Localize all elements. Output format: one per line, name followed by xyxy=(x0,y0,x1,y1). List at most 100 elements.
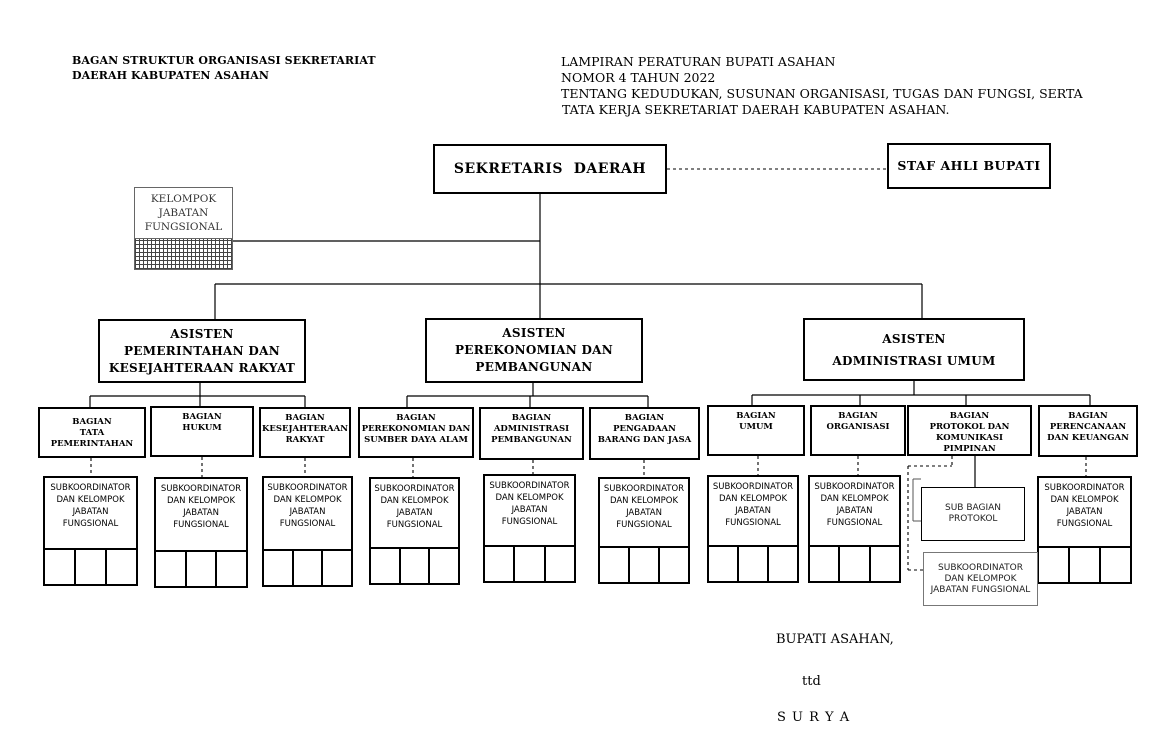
bagian-10-line-2: PERENCANAAN xyxy=(1049,422,1127,432)
sekretaris-daerah-label: SEKRETARIS DAERAH xyxy=(453,161,647,177)
bagian-1-line-1: BAGIAN xyxy=(72,417,112,427)
subkoordinator-label: SUBKOORDINATOR DAN KELOMPOK JABATAN FUNG… xyxy=(603,484,685,530)
bagian-4-line-3: SUMBER DAYA ALAM xyxy=(364,435,468,445)
bagian-9-line-3: KOMUNIKASI PIMPINAN xyxy=(936,433,1003,454)
bagian-3-line-2: KESEJAHTERAAN xyxy=(262,424,348,434)
subkoordinator-box-9: SUBKOORDINATOR DAN KELOMPOK JABATAN FUNG… xyxy=(1037,476,1132,584)
kjf-line-1: KELOMPOK xyxy=(150,193,217,205)
signature-ttd: ttd xyxy=(802,674,821,689)
bagian-1-line-3: PEMERINTAHAN xyxy=(50,439,134,449)
subkoordinator-grid xyxy=(1039,546,1130,582)
subkoordinator-label: SUBKOORDINATOR DAN KELOMPOK JABATAN FUNG… xyxy=(814,482,895,528)
bagian-9-line-2: PROTOKOL DAN xyxy=(929,422,1010,432)
hatch-pattern xyxy=(135,238,232,269)
subkoordinator-label: SUBKOORDINATOR DAN KELOMPOK JABATAN FUNG… xyxy=(160,484,242,530)
chart-title-line-2: DAERAH KABUPATEN ASAHAN xyxy=(72,69,270,82)
bagian-8-line-2: ORGANISASI xyxy=(826,422,890,432)
bagian-9-line-1: BAGIAN xyxy=(949,411,990,421)
bagian-10-line-3: DAN KEUANGAN xyxy=(1047,433,1129,443)
kjf-line-2: JABATAN xyxy=(158,207,209,219)
bagian-5-line-2: ADMINISTRASI xyxy=(493,424,570,434)
bagian-4-line-2: PEREKONOMIAN DAN xyxy=(361,424,471,434)
subkoordinator-label: SUBKOORDINATOR DAN KELOMPOK JABATAN FUNG… xyxy=(712,482,794,528)
bagian-7-line-1: BAGIAN xyxy=(736,411,776,421)
asisten-1-line-2: PEMERINTAHAN DAN xyxy=(123,343,281,358)
bagian-4-line-1: BAGIAN xyxy=(396,413,436,423)
bagian-3-line-1: BAGIAN xyxy=(285,413,325,423)
asisten-2-line-2: PEREKONOMIAN DAN xyxy=(454,343,614,357)
subkoordinator-box-6: SUBKOORDINATOR DAN KELOMPOK JABATAN FUNG… xyxy=(598,477,690,584)
subkoordinator-box-5: SUBKOORDINATOR DAN KELOMPOK JABATAN FUNG… xyxy=(483,474,576,583)
regulation-reference: LAMPIRAN PERATURAN BUPATI ASAHAN NOMOR 4… xyxy=(561,54,1141,118)
bagian-6-line-3: BARANG DAN JASA xyxy=(597,435,692,445)
staf-ahli-bupati-label: STAF AHLI BUPATI xyxy=(897,158,1041,173)
sub-bagian-protokol-box: SUB BAGIAN PROTOKOL xyxy=(921,487,1025,541)
regulation-line-3: TENTANG KEDUDUKAN, SUSUNAN ORGANISASI, T… xyxy=(561,86,1083,101)
subkoordinator-grid xyxy=(264,549,351,585)
subkoordinator-box-1: SUBKOORDINATOR DAN KELOMPOK JABATAN FUNG… xyxy=(43,476,138,586)
sekretaris-daerah-box: SEKRETARIS DAERAH xyxy=(433,144,667,194)
asisten-2-line-1: ASISTEN xyxy=(502,326,566,340)
subkoordinator-box-2: SUBKOORDINATOR DAN KELOMPOK JABATAN FUNG… xyxy=(154,477,248,588)
asisten-3-line-1: ASISTEN xyxy=(882,331,946,346)
subkoordinator-grid xyxy=(810,545,899,581)
chart-title-line-1: BAGAN STRUKTUR ORGANISASI SEKRETARIAT xyxy=(72,54,376,67)
sub-bagian-line-1: SUB BAGIAN xyxy=(944,503,1002,513)
subkoordinator-label: SUBKOORDINATOR DAN KELOMPOK JABATAN FUNG… xyxy=(267,483,348,529)
bagian-5-line-1: BAGIAN xyxy=(511,413,552,423)
asisten-perekonomian-box: ASISTEN PEREKONOMIAN DAN PEMBANGUNAN xyxy=(425,318,643,383)
asisten-1-line-1: ASISTEN xyxy=(170,326,234,341)
chart-title: BAGAN STRUKTUR ORGANISASI SEKRETARIAT DA… xyxy=(72,53,432,83)
subkoordinator-grid xyxy=(156,550,246,586)
asisten-2-line-3: PEMBANGUNAN xyxy=(475,360,593,374)
subkoordinator-box-8: SUBKOORDINATOR DAN KELOMPOK JABATAN FUNG… xyxy=(808,475,901,583)
bagian-1-line-2: TATA xyxy=(79,428,105,438)
subkoordinator-grid xyxy=(45,548,136,584)
asisten-3-line-2: ADMINISTRASI UMUM xyxy=(832,353,996,368)
bagian-5-line-3: PEMBANGUNAN xyxy=(491,435,572,445)
sub-bagian-line-2: PROTOKOL xyxy=(948,514,998,524)
regulation-line-2: NOMOR 4 TAHUN 2022 xyxy=(561,70,716,85)
bagian-8-line-1: BAGIAN xyxy=(838,411,878,421)
subkoordinator-grid xyxy=(709,545,797,581)
regulation-line-1: LAMPIRAN PERATURAN BUPATI ASAHAN xyxy=(561,54,836,69)
subkoordinator-grid xyxy=(485,545,574,581)
asisten-1-line-3: KESEJAHTERAAN RAKYAT xyxy=(108,360,296,375)
asisten-pemerintahan-box: ASISTEN PEMERINTAHAN DAN KESEJAHTERAAN R… xyxy=(98,319,306,383)
subkoordinator-grid xyxy=(600,546,688,582)
subkoordinator-label: SUBKOORDINATOR DAN KELOMPOK JABATAN FUNG… xyxy=(489,481,570,527)
signature-name: S U R Y A xyxy=(777,710,851,725)
protokol-sub-line-2: DAN KELOMPOK xyxy=(944,573,1017,584)
bagian-6-line-1: BAGIAN xyxy=(624,413,665,423)
bagian-2-line-1: BAGIAN xyxy=(182,412,222,422)
signature-title: BUPATI ASAHAN, xyxy=(776,632,894,647)
asisten-administrasi-box: ASISTEN ADMINISTRASI UMUM xyxy=(803,318,1025,381)
subkoordinator-grid xyxy=(371,547,458,583)
staf-ahli-bupati-box: STAF AHLI BUPATI xyxy=(887,143,1051,189)
subkoordinator-box-3: SUBKOORDINATOR DAN KELOMPOK JABATAN FUNG… xyxy=(262,476,353,587)
protokol-sub-line-3: JABATAN FUNGSIONAL xyxy=(930,584,1031,595)
bagian-10-line-1: BAGIAN xyxy=(1068,411,1108,421)
bagian-2-line-2: HUKUM xyxy=(182,423,222,433)
bagian-7-line-2: UMUM xyxy=(739,422,773,432)
bagian-3-line-3: RAKYAT xyxy=(285,435,325,445)
kelompok-jabatan-fungsional-box: KELOMPOK JABATAN FUNGSIONAL xyxy=(134,187,233,270)
kjf-line-3: FUNGSIONAL xyxy=(144,221,223,233)
subkoordinator-label: SUBKOORDINATOR DAN KELOMPOK JABATAN FUNG… xyxy=(374,484,455,530)
bagian-6-line-2: PENGADAAN xyxy=(613,424,676,434)
protokol-sub-line-1: SUBKOORDINATOR xyxy=(938,562,1023,573)
subkoordinator-box-4: SUBKOORDINATOR DAN KELOMPOK JABATAN FUNG… xyxy=(369,477,460,585)
protokol-subkoordinator-box: SUBKOORDINATOR DAN KELOMPOK JABATAN FUNG… xyxy=(923,552,1038,606)
